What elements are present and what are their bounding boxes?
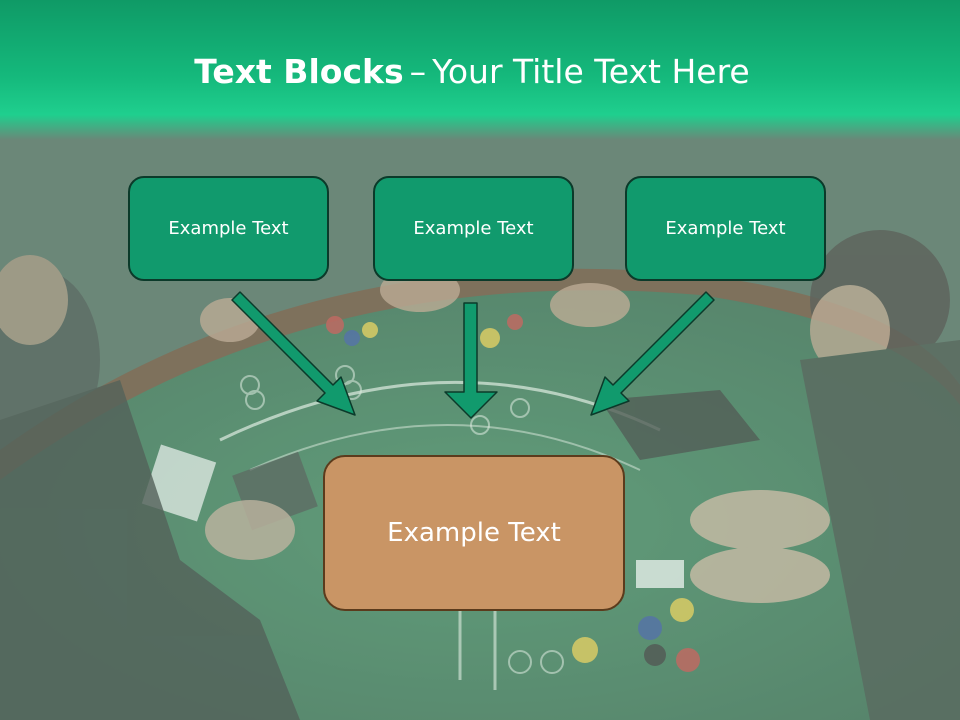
slide-title: Text Blocks–Your Title Text Here [0, 52, 944, 91]
text-block-right-label: Example Text [665, 218, 786, 239]
text-block-center-label: Example Text [413, 218, 534, 239]
text-block-main-label: Example Text [387, 518, 561, 548]
text-block-left-label: Example Text [168, 218, 289, 239]
slide-title-dash: – [409, 52, 427, 91]
title-bar [0, 0, 960, 140]
text-block-right[interactable]: Example Text [625, 176, 826, 281]
text-block-main[interactable]: Example Text [323, 455, 625, 611]
slide-title-rest: Your Title Text Here [432, 52, 750, 91]
slide-title-bold: Text Blocks [194, 52, 404, 91]
arrow-center [444, 302, 498, 419]
arrow-left [231, 291, 356, 416]
arrow-right [590, 291, 715, 416]
text-block-left[interactable]: Example Text [128, 176, 329, 281]
text-block-center[interactable]: Example Text [373, 176, 574, 281]
